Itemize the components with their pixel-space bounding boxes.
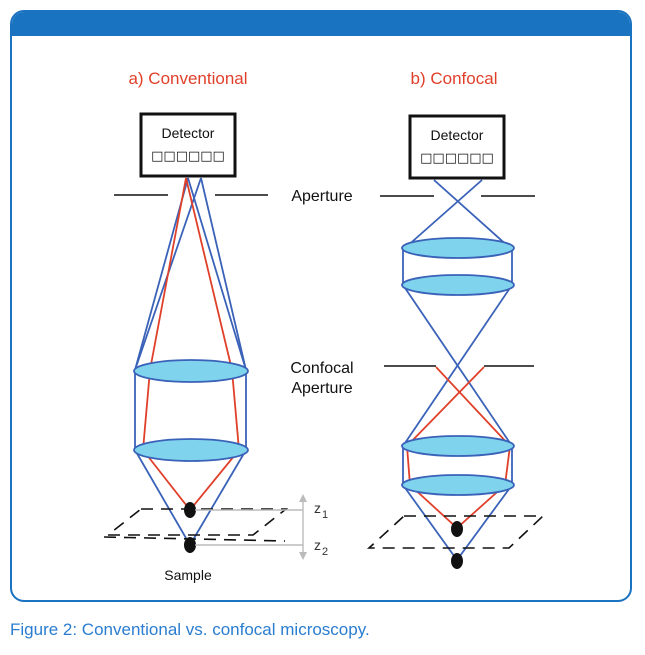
- sample-label: Sample: [164, 567, 212, 583]
- sample-point-b-z1: [451, 521, 463, 537]
- confocal-aperture-label-line1: Confocal: [290, 360, 353, 377]
- aperture-label: Aperture: [291, 188, 352, 205]
- z2-label: z: [314, 537, 321, 553]
- detector-b-pixels: □□□□□□: [420, 151, 494, 166]
- rays-b-blue: [402, 179, 513, 561]
- microscopy-diagram: a) Conventional Detector □□□□□□ Sample: [103, 69, 546, 583]
- detector-b-box: [408, 114, 506, 180]
- z1-subscript: 1: [322, 509, 328, 521]
- z2-subscript: 2: [322, 546, 328, 558]
- rays-b-red: [406, 366, 511, 529]
- panel-a-title: a) Conventional: [128, 69, 247, 88]
- sample-point-a-z2: [184, 537, 196, 553]
- panel-b-title: b) Confocal: [411, 69, 498, 88]
- lens-b-3: [401, 435, 515, 457]
- confocal-aperture-label-line2: Aperture: [291, 380, 352, 397]
- lens-b-4: [401, 474, 515, 496]
- sample-point-a-z1: [184, 502, 196, 518]
- lens-a-upper: [133, 359, 249, 383]
- detector-a-pixels: □□□□□□: [151, 149, 225, 164]
- sample-point-b-z2: [451, 553, 463, 569]
- sample-plane-b: [366, 515, 546, 549]
- figure-frame: [10, 10, 632, 602]
- lens-a-lower: [133, 438, 249, 462]
- rays-a-red: [142, 177, 240, 511]
- lens-b-2: [401, 274, 515, 296]
- sample-plane-a-lower: [103, 536, 286, 542]
- lens-b-1: [401, 237, 515, 259]
- z1-label: z: [314, 500, 321, 516]
- detector-b-label: Detector: [431, 127, 484, 143]
- z-axis-arrow-down: [299, 552, 307, 560]
- sample-plane-a-upper: [105, 508, 289, 536]
- z-axis-arrow-up: [299, 494, 307, 502]
- figure-caption: Figure 2: Conventional vs. confocal micr…: [10, 620, 370, 639]
- frame-header-bar: [12, 12, 630, 36]
- detector-a-label: Detector: [162, 125, 215, 141]
- detector-a-box: [139, 112, 237, 178]
